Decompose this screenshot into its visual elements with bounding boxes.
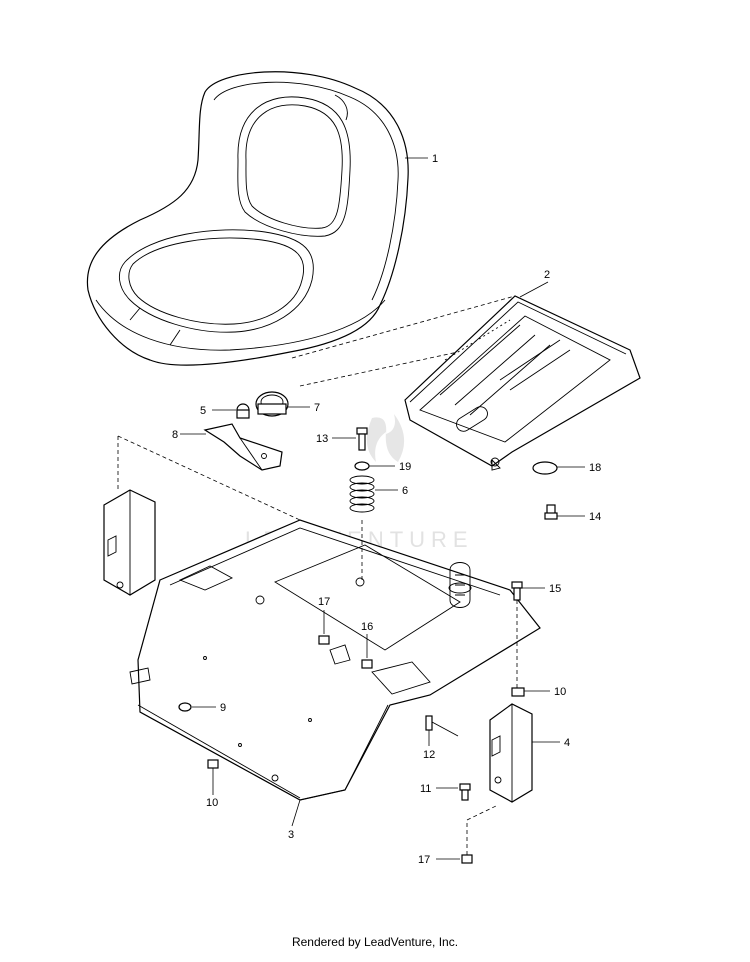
callout-9[interactable]: 9 <box>220 702 226 714</box>
bolt-part-11[interactable] <box>459 783 471 801</box>
bracket-left[interactable] <box>103 489 156 596</box>
callout-17b[interactable]: 17 <box>418 854 430 866</box>
nut-part-17a[interactable] <box>318 635 330 645</box>
callout-10b[interactable]: 10 <box>554 686 566 698</box>
bracket-part-8[interactable] <box>203 423 283 471</box>
spring-part-6[interactable] <box>349 475 375 513</box>
callout-1[interactable]: 1 <box>432 153 438 165</box>
dashed-line-seat-pan <box>291 295 516 359</box>
callout-13[interactable]: 13 <box>316 433 328 445</box>
callout-17a[interactable]: 17 <box>318 596 330 608</box>
support-pan-part[interactable] <box>129 519 541 801</box>
callout-19[interactable]: 19 <box>399 461 411 473</box>
switch-part-7[interactable] <box>255 391 289 417</box>
nut-part-16[interactable] <box>361 659 373 669</box>
callout-6[interactable]: 6 <box>402 485 408 497</box>
callout-8[interactable]: 8 <box>172 429 178 441</box>
callout-4[interactable]: 4 <box>564 737 570 749</box>
nut-part-17b[interactable] <box>461 854 473 864</box>
callout-18[interactable]: 18 <box>589 462 601 474</box>
dashed-line-17 <box>466 804 499 855</box>
bolt-part-14[interactable] <box>544 504 558 520</box>
bolt-part-13[interactable] <box>356 427 368 451</box>
knob-part-5[interactable] <box>236 403 250 419</box>
plug-part-9[interactable] <box>178 702 192 712</box>
clip-part-10a[interactable] <box>207 759 219 769</box>
leader-3 <box>291 799 301 827</box>
callout-3[interactable]: 3 <box>288 829 294 841</box>
callout-5[interactable]: 5 <box>200 405 206 417</box>
washer-part-19[interactable] <box>354 461 370 471</box>
seat-part[interactable] <box>86 71 409 366</box>
bracket-part-4[interactable] <box>489 703 533 803</box>
callout-16[interactable]: 16 <box>361 621 373 633</box>
dashed-line-left-bracket-2 <box>117 435 301 521</box>
washer-part-18[interactable] <box>532 461 558 475</box>
callout-14[interactable]: 14 <box>589 511 601 523</box>
callout-2[interactable]: 2 <box>544 269 550 281</box>
callout-11[interactable]: 11 <box>420 783 431 795</box>
bolt-part-15[interactable] <box>511 581 523 601</box>
leader-2 <box>519 281 549 298</box>
dashed-line-seat-pan-2 <box>299 329 561 387</box>
callout-7[interactable]: 7 <box>314 402 320 414</box>
callout-10a[interactable]: 10 <box>206 797 218 809</box>
callout-15[interactable]: 15 <box>549 583 561 595</box>
footer-credit: Rendered by LeadVenture, Inc. <box>291 935 459 949</box>
clip-part-10b[interactable] <box>511 687 525 697</box>
pin-part-12[interactable] <box>425 715 459 737</box>
callout-12[interactable]: 12 <box>423 749 435 761</box>
seat-pan-part[interactable] <box>404 295 641 471</box>
